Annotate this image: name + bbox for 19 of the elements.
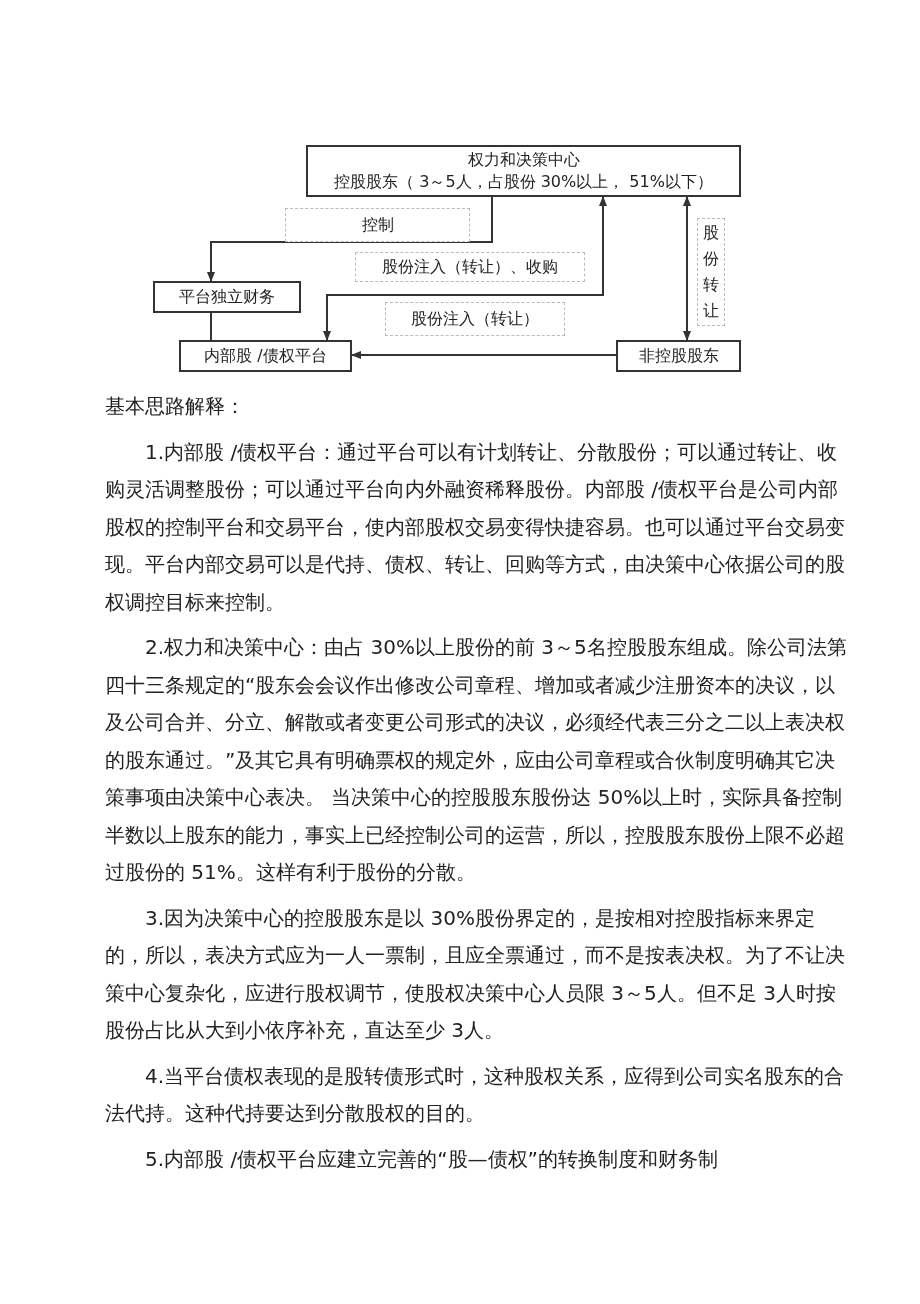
arrow [207,196,493,282]
edge-label: 股份注入（转让） [385,302,565,336]
process-box: 非控股股东 [616,340,741,372]
arrow [351,351,617,359]
section-heading: 基本思路解释： [105,393,246,420]
decision-center-box: 权力和决策中心 控股股东（ 3～5人，占股份 30%以上， 51%以下） [306,145,741,197]
edge-label: 股份转让 [697,218,725,326]
arrow [683,196,691,341]
arrow [323,196,607,341]
paragraph: 2.权力和决策中心：由占 30%以上股份的前 3～5名控股股东组成。除公司法第四十三条规定的“股东会会议作出修改公司章程、增加或者减少注册资本的决议，以及公司合并、分立、解散或者变更公司形式的决议，必须经代表三分之二以上表决权的股东通过。”及其它具有明确票权的规定外，应由公司章程或合伙制度明确其它决策事项由决策中心表决。 当决策中心的控股股东股份达 50%以上时，实际具备控制半数以上股东的能力，事实上已经控制公司的运营，所以，控股股东股份上限不必超过股份的 51%。这样有利于股份的分散。 [105,634,847,886]
process-box: 内部股 /债权平台 [179,340,352,372]
process-box: 平台独立财务 [153,281,301,313]
edge-label: 股份注入（转让）、收购 [355,252,585,282]
connector-line [210,312,212,341]
edge-label: 控制 [285,208,470,242]
paragraph: 4.当平台债权表现的是股转债形式时，这种股权关系，应得到公司实名股东的合法代持。这种代持要达到分散股权的目的。 [105,1062,846,1127]
paragraph: 1.内部股 /债权平台：通过平台可以有计划转让、分散股份；可以通过转让、收购灵活调整股份；可以通过平台向内外融资稀释股份。内部股 /债权平台是公司内部股权的控制平台和交易平台，使内部股权交易变得快捷容易。也可以通过平台交易变现。平台内部交易可以是代持、债权、转让、回购等方式，由决策中心依据公司的股权调控目标来控制。 [105,438,846,616]
paragraph: 5.内部股 /债权平台应建立完善的“股—债权”的转换制度和财务制 [144,1145,719,1173]
paragraph: 3.因为决策中心的控股股东是以 30%股份界定的，是按相对控股指标来界定的，所以，表决方式应为一人一票制，且应全票通过，而不是按表决权。为了不让决策中心复杂化，应进行股权调节，使股权决策中心人员限 3～5人。但不足 3人时按股份占比从大到小依序补充，直达至少 3人。 [105,904,846,1044]
